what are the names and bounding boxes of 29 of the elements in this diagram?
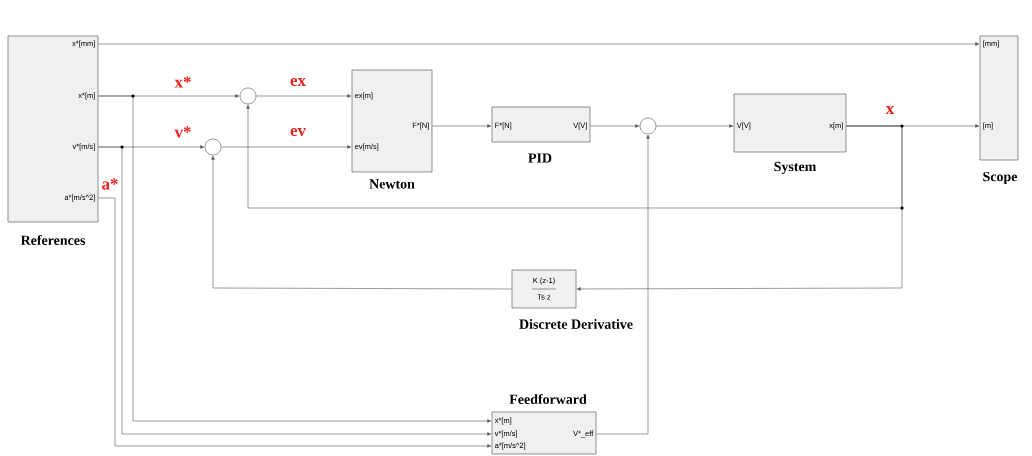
signal-line: [98, 197, 492, 448]
block-title: References: [20, 235, 86, 245]
block-title: Newton: [369, 179, 415, 189]
signal-line: [211, 155, 512, 290]
block-title: PID: [528, 153, 552, 163]
signal-line: [256, 94, 352, 98]
edge-label: ex: [290, 77, 306, 87]
signal-line: [98, 146, 492, 436]
block-title: Feedforward: [509, 394, 587, 404]
edge-label: x: [885, 106, 895, 114]
block-title: Scope: [983, 171, 1018, 185]
signal-line: [246, 104, 903, 209]
signal-line: [656, 124, 734, 128]
signal-line: [596, 134, 650, 435]
signal-line: [432, 124, 492, 128]
sum-junction: [639, 117, 657, 135]
block-title: Discrete Derivative: [519, 319, 633, 329]
signal-line: [576, 125, 903, 291]
edge-label: a*: [102, 178, 118, 190]
block-title: System: [774, 161, 817, 175]
signal-line: [221, 145, 352, 149]
sum-junction: [239, 87, 257, 105]
signal-line: [590, 124, 640, 128]
signal-line: [98, 42, 980, 46]
sum-junction: [204, 138, 222, 156]
edge-label: v*: [174, 126, 191, 138]
edge-label: x*: [174, 76, 191, 88]
signal-line: [98, 95, 492, 423]
edge-label: ev: [290, 127, 306, 137]
